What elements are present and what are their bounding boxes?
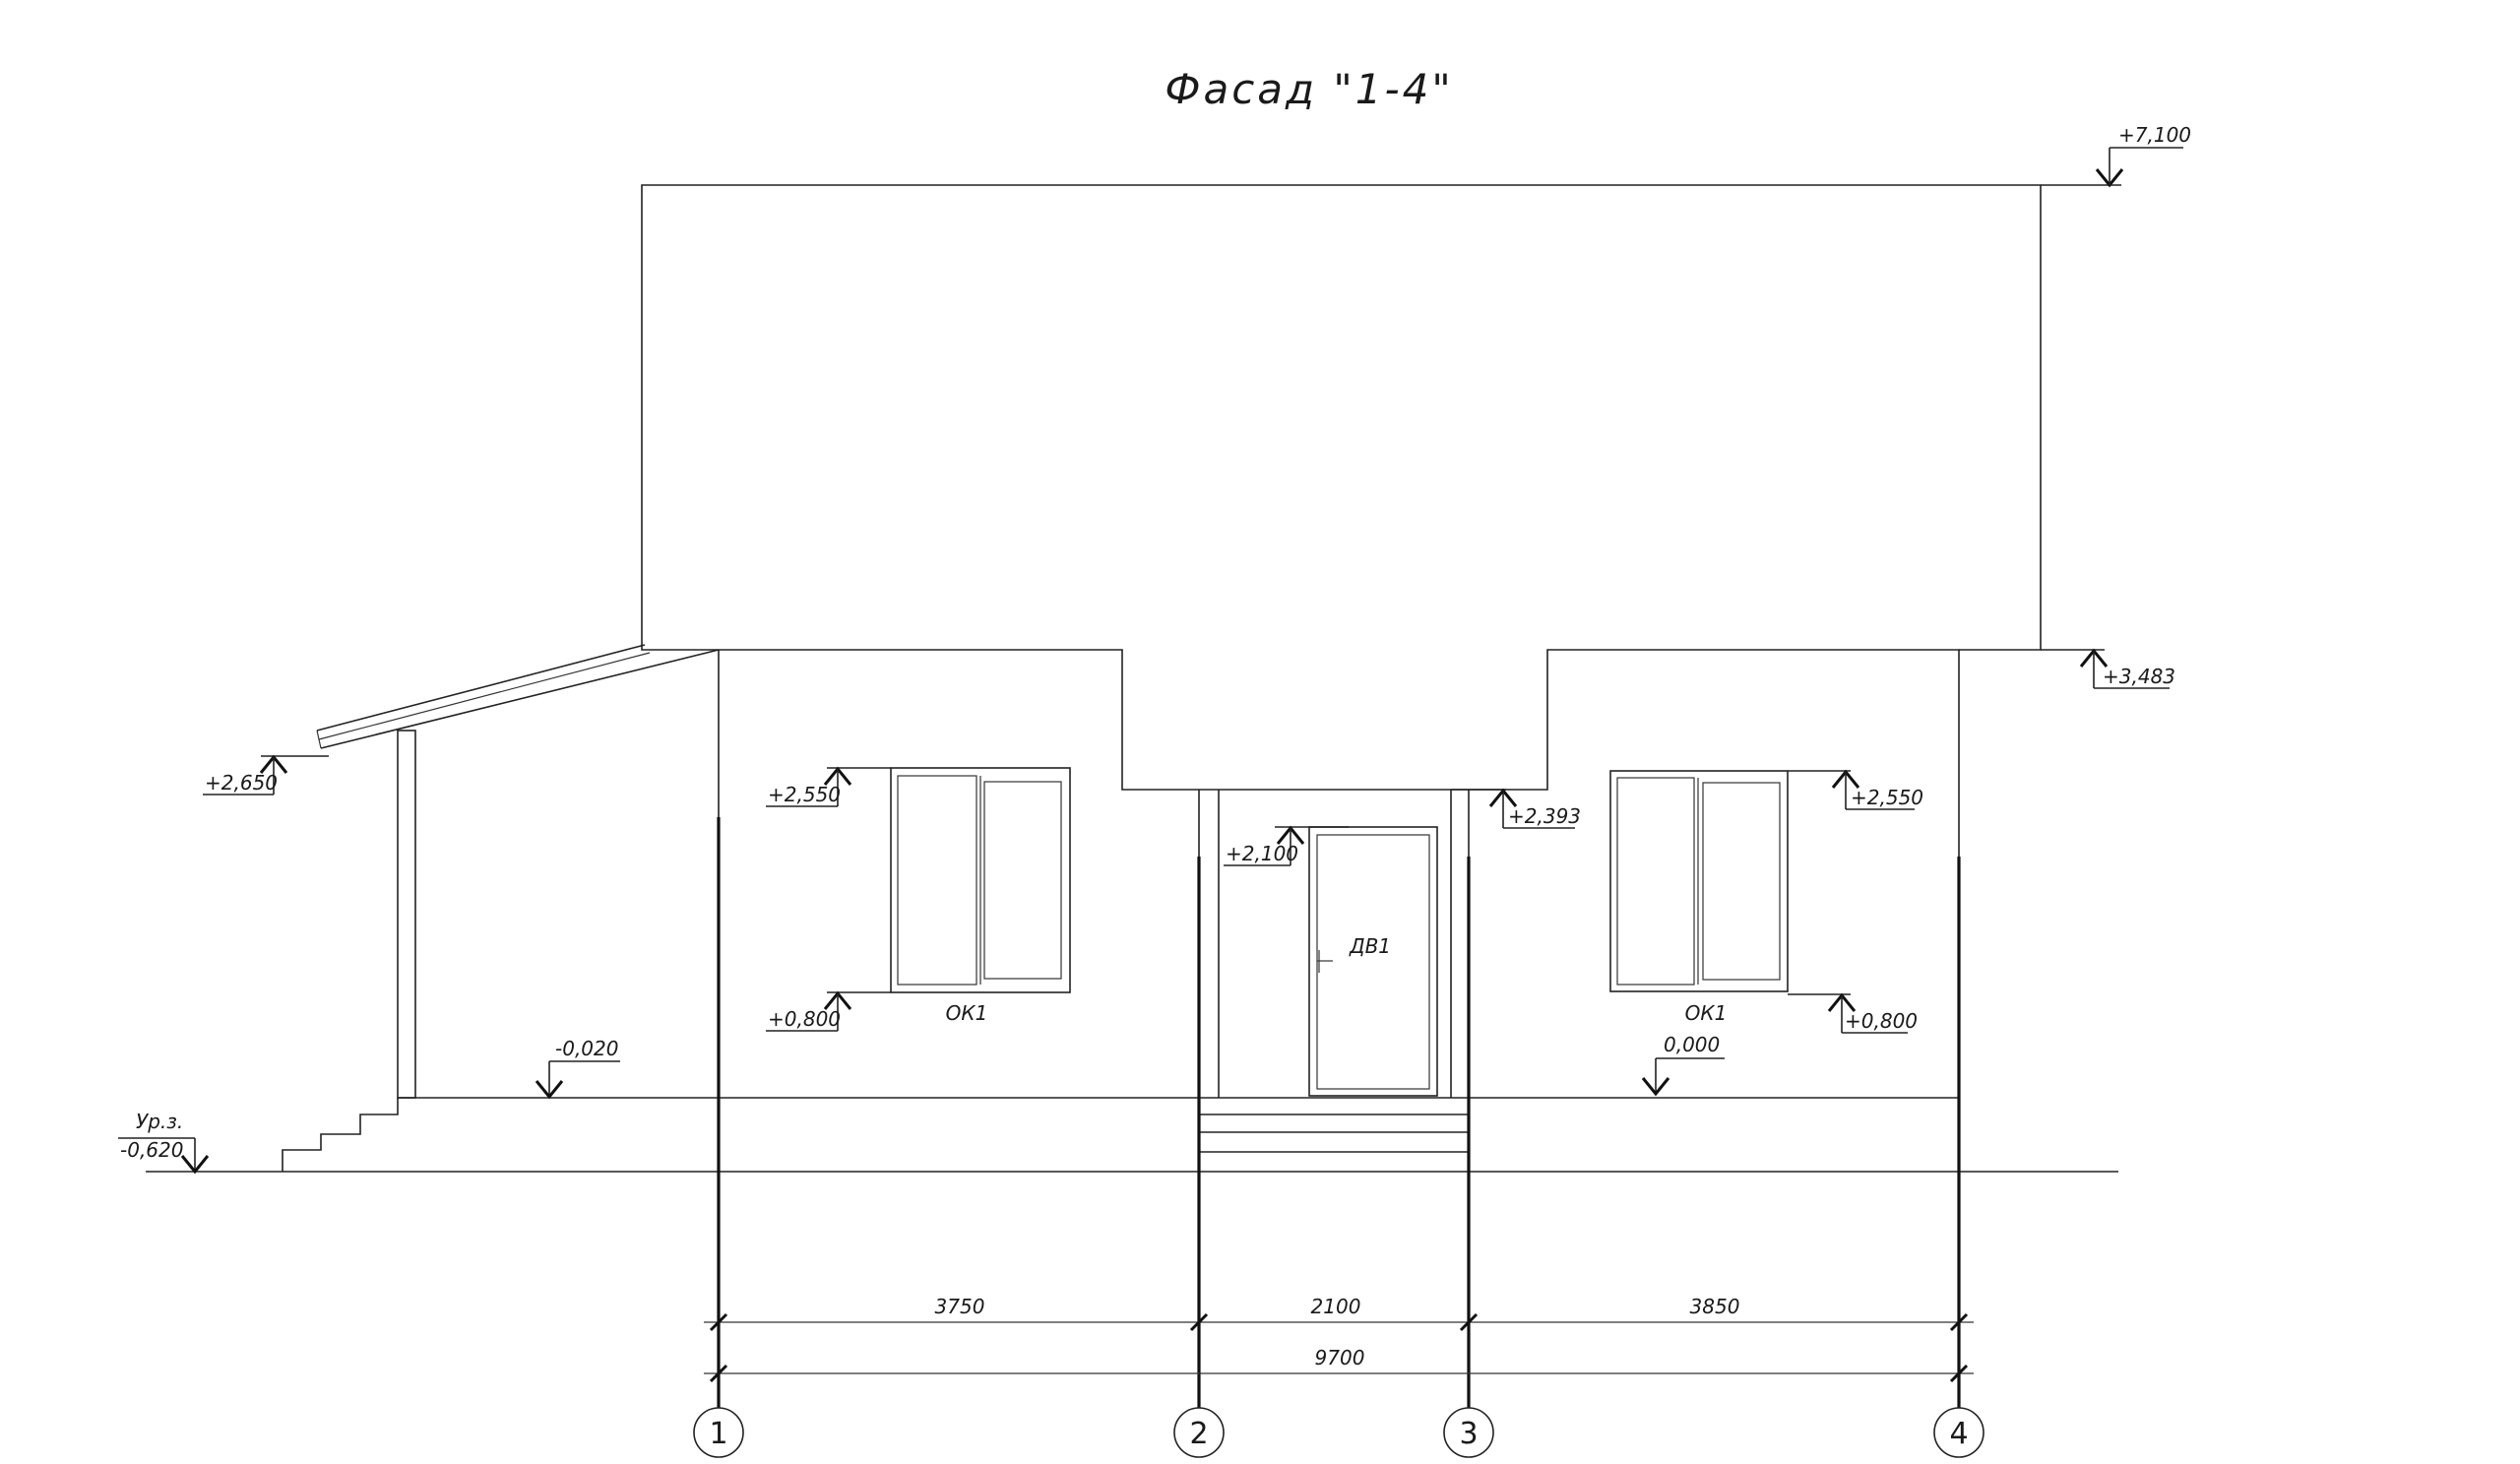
level-text-recess: +2,393	[1508, 804, 1581, 828]
window-left-label: ОК1	[946, 1001, 988, 1025]
level-text-left-window-bottom: +0,800	[768, 1007, 841, 1031]
level-mark-ridge: +7,100	[2041, 123, 2191, 188]
axis-label-3: 3	[1459, 1417, 1478, 1451]
axis-label-2: 2	[1189, 1417, 1208, 1451]
dim-span-3-4: 3850	[1690, 1295, 1740, 1318]
wall-outline	[719, 649, 1960, 1098]
level-text-right-window-top: +2,550	[1851, 786, 1923, 809]
axis-bubble-1: 1	[693, 1407, 744, 1458]
level-text-ground: -0,620	[120, 1138, 183, 1162]
window-right-label: ОК1	[1685, 1001, 1728, 1025]
level-mark-left-window-bottom: +0,800	[766, 990, 891, 1032]
canopy-edge	[316, 730, 322, 749]
window-left	[890, 767, 1071, 993]
door	[1308, 826, 1438, 1097]
level-mark-canopy: +2,650	[203, 754, 329, 796]
level-text-porch: -0,020	[555, 1037, 618, 1060]
axis-bubble-3: 3	[1443, 1407, 1494, 1458]
level-text-canopy: +2,650	[205, 771, 278, 795]
dim-span-1-2: 3750	[935, 1295, 985, 1318]
dim-overall: 9700	[1315, 1346, 1365, 1369]
canopy-roof-bottom	[320, 649, 720, 749]
level-text-door-top: +2,100	[1226, 842, 1298, 865]
entrance-steps	[1199, 1114, 1469, 1153]
axis-lines	[717, 817, 1961, 1408]
level-mark-floor: 0,000	[1641, 1033, 1725, 1097]
door-label: ДВ1	[1349, 934, 1391, 958]
level-text-eaves: +3,483	[2103, 665, 2175, 688]
gable-outline	[641, 184, 2042, 651]
level-mark-porch: -0,020	[535, 1037, 620, 1100]
canopy-post	[397, 730, 416, 1099]
level-text-left-window-top: +2,550	[768, 783, 841, 806]
dimension-chain	[704, 1312, 1974, 1383]
entrance	[1198, 790, 1470, 1098]
level-mark-eaves: +3,483	[2041, 648, 2175, 689]
porch-stairs	[282, 1098, 399, 1172]
level-text-floor: 0,000	[1664, 1033, 1720, 1056]
axis-label-4: 4	[1949, 1417, 1968, 1451]
canopy-roof-mid	[318, 652, 651, 740]
level-mark-door-top: +2,100	[1224, 825, 1349, 866]
axis-bubble-4: 4	[1933, 1407, 1984, 1458]
level-mark-right-window-bottom: +0,800	[1788, 992, 1918, 1034]
level-text-right-window-bottom: +0,800	[1845, 1009, 1918, 1033]
drawing-title: Фасад "1-4"	[1165, 65, 1453, 113]
level-mark-right-window-top: +2,550	[1788, 769, 1923, 810]
window-right	[1609, 770, 1789, 992]
canopy-roof-top	[316, 644, 646, 732]
dim-span-2-3: 2100	[1311, 1295, 1361, 1318]
axis-bubble-2: 2	[1173, 1407, 1225, 1458]
level-text-ground-label: Ур.з.	[136, 1110, 183, 1133]
level-mark-ground: Ур.з. -0,620	[118, 1110, 210, 1175]
level-mark-recess: +2,393	[1451, 788, 1581, 829]
axis-label-1: 1	[709, 1417, 727, 1451]
level-mark-left-window-top: +2,550	[766, 766, 891, 807]
level-text-ridge: +7,100	[2118, 123, 2191, 147]
